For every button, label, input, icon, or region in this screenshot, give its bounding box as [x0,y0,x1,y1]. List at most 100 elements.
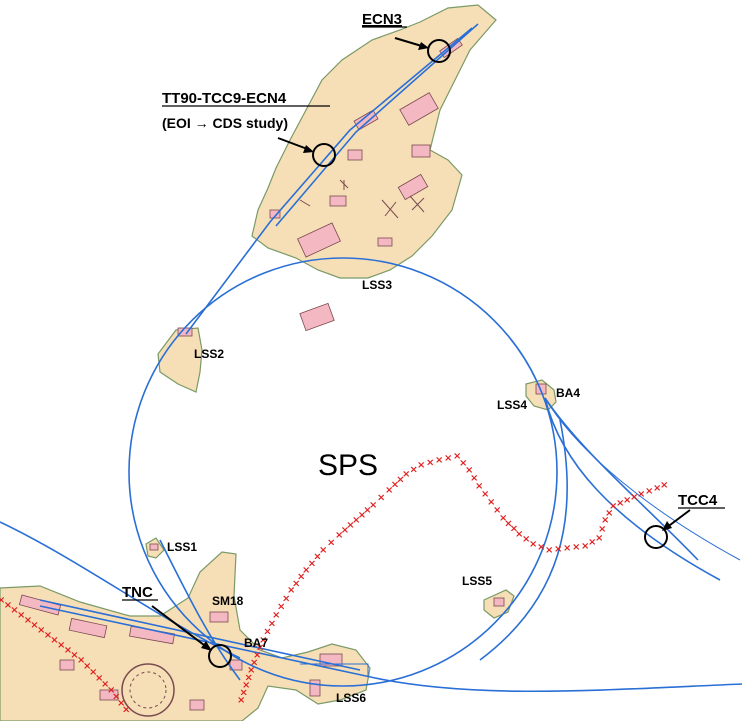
border-cross: × [396,474,404,485]
border-cross: × [44,630,52,641]
border-cross: × [297,572,305,583]
north-area-site [251,4,497,279]
label-tcc4: TCC4 [678,492,718,509]
border-cross: × [253,650,261,661]
border-cross: × [247,665,255,676]
border-cross: × [287,585,295,596]
border-cross: × [598,524,606,535]
border-cross: × [256,643,264,654]
border-cross: × [426,458,434,469]
border-cross: × [17,610,25,621]
tt10-line [39,599,361,671]
border-cross: × [341,525,349,536]
border-cross: × [240,688,248,699]
border-cross: × [122,705,130,716]
border-cross: × [660,480,668,491]
label-lss6: LSS6 [336,691,366,705]
label-lss1: LSS1 [167,540,197,554]
ti8-line [365,675,742,693]
border-cross: × [50,635,58,646]
border-cross: × [637,489,645,500]
label-lss3: LSS3 [362,278,392,292]
border-cross: × [470,473,478,484]
beamlines [0,23,742,693]
label-ba7: BA7 [244,636,268,650]
border-cross: × [101,679,109,690]
label-lss2: LSS2 [194,347,224,361]
border-cross: × [581,541,589,552]
border-cross: × [70,650,78,661]
national-border: ××××××××××××××××××××××××××××××××××××××××… [0,451,668,716]
border-cross: × [369,500,377,511]
border-cross: × [499,513,507,524]
border-cross: × [537,542,545,553]
border-cross: × [554,544,562,555]
border-cross: × [313,552,321,563]
border-cross: × [402,469,410,480]
border-cross: × [277,602,285,613]
label-tnc: TNC [122,584,153,601]
border-cross: × [30,620,38,631]
lss2-site [157,327,203,393]
border-cross: × [327,538,335,549]
border-cross: × [504,518,512,529]
border-cross: × [465,465,473,476]
border-cross: × [605,508,613,519]
label-lss5: LSS5 [462,574,492,588]
border-cross: × [515,529,523,540]
border-cross: × [259,635,267,646]
border-cross: × [358,510,366,521]
border-cross: × [453,451,461,462]
border-cross: × [302,565,310,576]
border-cross: × [545,545,553,556]
border-cross: × [335,530,343,541]
label-ecn3: ECN3 [362,11,402,28]
ring-structure [121,663,175,717]
border-cross: × [493,505,501,516]
map-labels: ECN3 TT90-TCC9-ECN4 (EOI → CDS study) LS… [122,11,725,705]
border-cross: × [563,543,571,554]
border-cross: × [391,480,399,491]
label-sm18: SM18 [212,594,244,608]
tcc4-marker [644,525,668,549]
tt80-transfer-line [275,23,479,227]
border-cross: × [630,492,638,503]
label-arrows [151,37,691,651]
border-cross: × [77,655,85,666]
north-area-buildings [269,37,463,258]
border-cross: × [112,692,120,703]
border-cross: × [57,640,65,651]
border-cross: × [481,489,489,500]
southwest-buildings [18,594,343,717]
lss1-site [145,537,165,559]
border-cross: × [245,673,253,684]
border-cross: × [308,558,316,569]
label-tt90: TT90-TCC9-ECN4 [162,90,287,107]
border-cross: × [487,497,495,508]
border-cross: × [653,483,661,494]
lss5-site [483,589,515,619]
label-lss4: LSS4 [497,398,527,412]
border-cross: × [377,493,385,504]
border-cross: × [529,539,537,550]
border-cross: × [64,645,72,656]
label-sps: SPS [318,449,378,482]
border-cross: × [346,520,354,531]
border-cross: × [385,485,393,496]
border-cross: × [352,515,360,526]
border-cross: × [417,460,425,471]
border-cross: × [117,698,125,709]
border-cross: × [37,625,45,636]
building-near-lss3 [299,302,335,332]
border-cross: × [435,455,443,466]
tt90-transfer-line [185,27,473,335]
tt40-line [544,397,699,561]
border-cross: × [363,505,371,516]
border-cross: × [282,593,290,604]
border-cross: × [319,545,327,556]
border-cross: × [4,600,12,611]
border-cross: × [268,618,276,629]
border-cross: × [410,465,418,476]
label-ba4: BA4 [556,386,580,400]
